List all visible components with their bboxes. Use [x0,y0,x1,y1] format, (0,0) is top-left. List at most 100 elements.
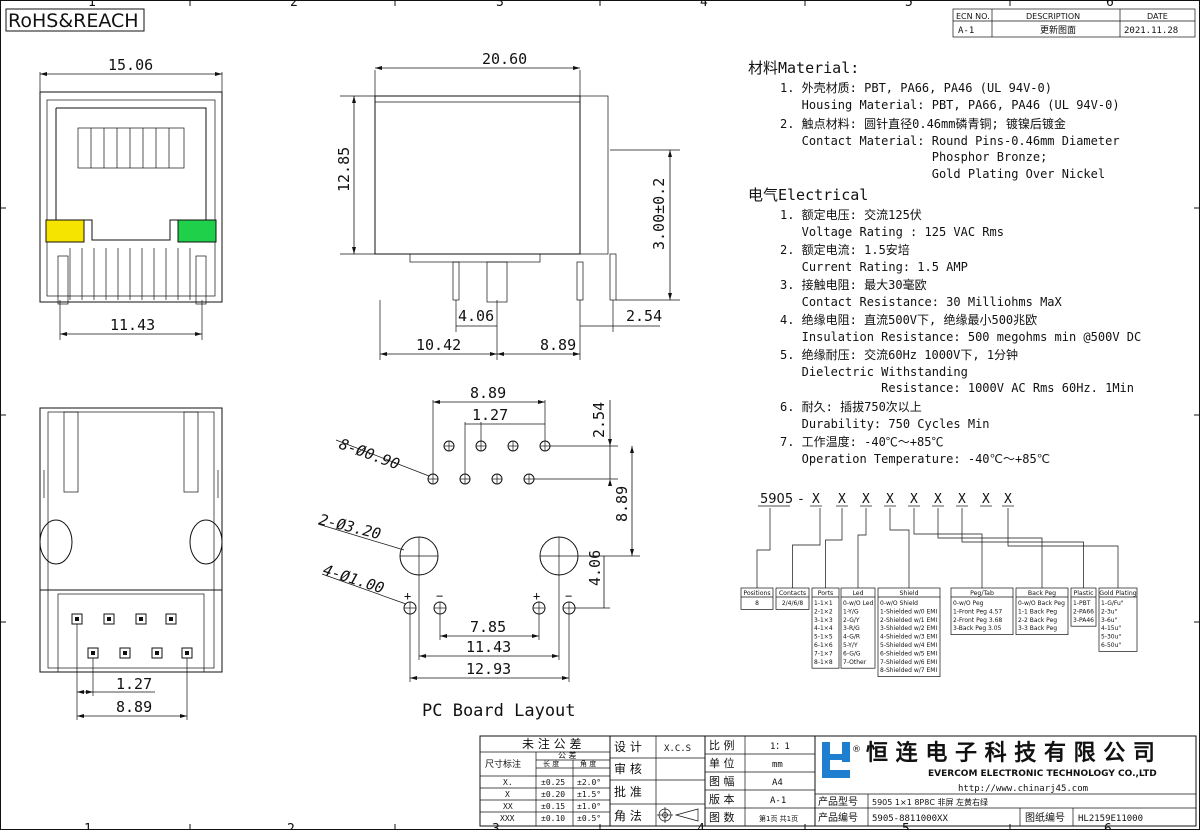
part-code-x: X [910,492,918,507]
drawing-no-label: 图纸编号 [1025,811,1065,824]
part-code-option: 2-G/Y [843,617,860,624]
part-code-boxes: Positions8Contacts2/4/6/8Ports1-1×12-1×2… [740,508,1138,677]
part-code-connector [756,508,771,588]
part-code-option: 3-Back Peg 3.05 [953,625,1002,632]
grid-label: 3 [496,0,504,10]
ecn-date: 2021.11.28 [1124,26,1178,36]
info-table: 比 例 1：1 单 位 mm 图 幅 A4 版 本 A-1 图 数 第1页 共1… [705,736,816,826]
dim-side-1: 4.06 [458,307,494,325]
scale-value: 1：1 [770,742,790,752]
spec-line: Durability: 750 Cycles Min [780,417,990,431]
dim-pcb-889-top: 8.89 [470,384,506,402]
part-code-box [740,587,774,610]
part-code-option: 0-w/O Back Peg [1018,600,1065,607]
spec-line: Current Rating: 1.5 AMP [780,260,968,274]
company-logo [822,742,850,778]
tol-ang: 角 度 [580,759,596,768]
part-code-box-title: Contacts [779,590,806,597]
part-code-option: 3-PA46 [1073,617,1094,624]
dim-bottom-1: 1.27 [116,675,152,693]
part-code-connector [1007,508,1119,588]
signoff-table: 设 计 X.C.S 审 核 批 准 角 法 [609,736,706,826]
part-code-box [877,587,941,677]
drawing-no-value: HL2159E11000 [1078,814,1143,824]
part-code-box [950,587,1014,635]
part-code-x: X [934,492,942,507]
company-url: http://www.chinarj45.com [958,784,1088,794]
part-code-option: 2/4/6/8 [782,600,804,607]
grid-label: 2 [287,822,295,830]
pin-pads [71,613,193,659]
model-value: 5905 1×1 8P8C 非屏 左黄右绿 [872,797,988,807]
dim-pcb-889-side: 8.89 [613,486,631,522]
spec-line: 4. 绝缘电阻: 直流500V下, 绝缘最小500兆欧 [780,312,1037,327]
part-code-box-title: Shield [899,590,918,597]
grid-top: 1 2 3 4 5 6 [88,0,1114,10]
part-code-connector [857,508,867,588]
bottom-view: 1.27 8.89 [39,407,223,720]
part-code-option: 3-R/G [843,625,860,632]
pcb-holes [399,440,579,615]
part-code-option: 1-Front Peg 4.57 [953,608,1002,615]
dim-pcb-127: 1.27 [472,406,508,424]
size-value: A4 [772,778,783,788]
spec-line: 5. 绝缘耐压: 交流60Hz 1000V下, 1分钟 [780,347,1018,362]
rohs-label: RoHS&REACH [8,10,139,32]
side-view: 20.60 12.85 3.00±0.2 4.06 2.54 10.42 8.8… [335,50,680,360]
part-code-option: 6-Shielded w/5 EMI [880,650,937,657]
part-code-option: 7-1×7 [814,650,833,657]
part-code-option: 4-G/R [843,634,860,641]
version-label: 版 本 [709,792,735,806]
part-code-box-title: Led [852,590,863,597]
part-code-option: 1-PBT [1073,600,1091,607]
rohs-box [5,8,145,32]
contact-fingers [77,127,185,169]
scale-label: 比 例 [709,738,735,752]
code-label: 产品编号 [818,811,858,824]
tol-cell: ±0.25 [541,778,565,787]
part-code-option: 6-1×6 [814,642,833,649]
dim-pcb-254: 2.54 [590,402,608,438]
part-code-x: X [886,492,894,507]
grid-side [0,207,1200,623]
design-label: 设 计 [614,740,642,754]
part-code-option: 3-6u" [1101,617,1118,624]
part-code-option: 1-Shielded w/0 EMI [880,608,937,615]
part-code-option: 1-Y/G [843,608,859,615]
size-label: 图 幅 [709,775,735,788]
part-code-box [1098,587,1138,652]
part-code-option: 1-G/Fu" [1101,600,1124,607]
polarity-plus: + [533,589,540,603]
spec-line: 1. 额定电压: 交流125伏 [780,207,922,222]
pins-front [57,248,207,305]
tol-cell: ±1.5° [577,790,601,799]
tol-cell: ±0.5° [577,814,601,823]
tol-label: 尺寸标注 [485,758,521,770]
spec-line: 1. 外壳材质: PBT, PA66, PA46 (UL 94V-0) [780,81,1052,95]
dim-side-height: 12.85 [335,147,353,192]
approve-label: 批 准 [614,784,642,799]
sheet-label: 图 数 [709,811,735,824]
ecn-table: ECN NO. DESCRIPTION DATE A-1 更新图面 2021.1… [952,8,1196,38]
dim-side-width: 20.60 [482,50,527,68]
spec-line: 2. 额定电流: 1.5安培 [780,242,910,257]
grid-label: 4 [700,0,708,10]
unit-value: mm [772,760,783,770]
part-code-box-title: Ports [818,590,834,597]
dim-side-4: 8.89 [540,336,576,354]
material-title: 材料Material: [748,59,859,77]
part-code-box-title: Positions [743,590,770,597]
part-code-box-title: Plastic [1073,590,1094,597]
ecn-col: DATE [1147,12,1168,21]
pcb-layout-title: PC Board Layout [422,701,576,721]
part-code-box [1015,587,1069,635]
tolerance-table: 未 注 公 差 尺寸标注 公 差 长 度 角 度 X. ±0.25 ±2.0° … [480,736,610,826]
part-prefix: 5905 [760,492,793,507]
ecn-col: ECN NO. [956,12,990,21]
angle-label: 角 法 [614,809,642,823]
part-code-option: 5-Y/Y [843,642,858,649]
spec-line: Resistance: 1000V AC Rms 60Hz. 1Min [780,381,1134,395]
spec-line: 7. 工作温度: -40℃～+85℃ [780,434,943,449]
part-code-option: 3-1×3 [814,617,833,624]
polarity-plus: + [404,589,411,603]
